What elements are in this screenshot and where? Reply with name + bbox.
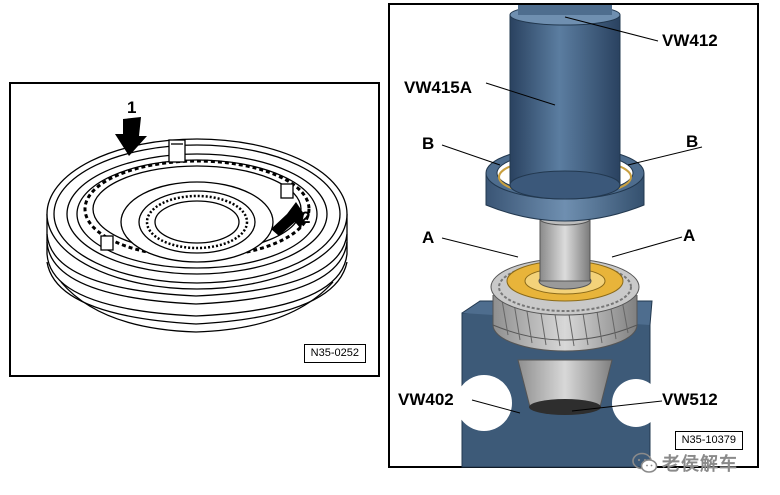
lower-bearing: [517, 359, 613, 415]
label-vw402: VW402: [398, 390, 454, 409]
label-a-right: A: [683, 226, 696, 245]
press-tool-assembly-drawing: [441, 5, 703, 468]
left-figure-panel: 1 2 N35-0252: [9, 82, 380, 377]
arrow-1: [115, 117, 147, 156]
wechat-icon: [632, 452, 658, 473]
watermark-text: 老侯解车: [662, 454, 738, 475]
watermark: 老侯解车: [632, 448, 780, 478]
synchronizer-ring-drawing: [46, 117, 348, 333]
label-vw512: VW512: [662, 390, 718, 409]
arrow-2: [271, 202, 304, 236]
press-tube: [509, 5, 621, 200]
label-b-left: B: [422, 134, 435, 153]
figure-reference-right: N35-10379: [674, 431, 743, 450]
shaft: [539, 218, 591, 282]
right-figure-panel: VW412 VW415A B B A A VW402 VW512 N35-103…: [388, 3, 759, 468]
label-b-right: B: [686, 132, 699, 151]
callout-2: 2: [301, 208, 311, 227]
label-vw412: VW412: [662, 31, 718, 50]
label-a-left: A: [422, 228, 435, 247]
figure-reference-left: N35-0252: [303, 344, 366, 363]
callout-1: 1: [127, 98, 137, 117]
label-vw415a: VW415A: [404, 78, 473, 97]
